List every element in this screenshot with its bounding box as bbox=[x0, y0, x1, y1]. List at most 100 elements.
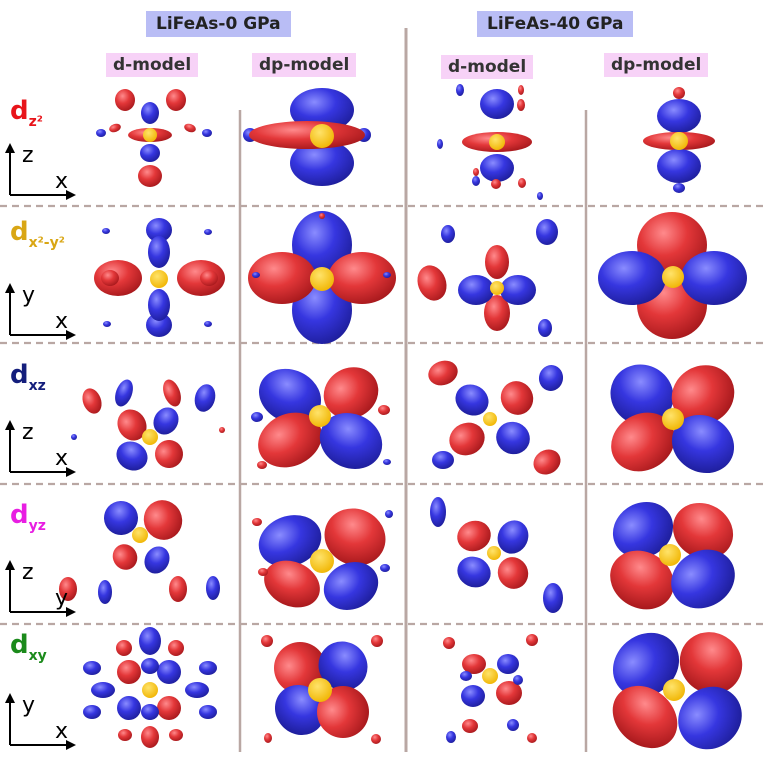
cell-dyz-0gpa-dp bbox=[252, 508, 393, 610]
negative-lobe bbox=[472, 176, 480, 186]
positive-lobe bbox=[526, 634, 538, 646]
negative-lobe bbox=[380, 564, 390, 572]
positive-lobe bbox=[143, 500, 183, 540]
negative-lobe bbox=[598, 251, 666, 305]
horizontal-axis-label: x bbox=[55, 309, 68, 334]
negative-lobe bbox=[83, 705, 101, 719]
negative-lobe bbox=[96, 129, 106, 137]
positive-lobe bbox=[169, 729, 183, 741]
negative-lobe bbox=[153, 407, 179, 435]
negative-lobe bbox=[116, 441, 148, 471]
positive-lobe bbox=[500, 381, 534, 415]
negative-lobe bbox=[543, 583, 563, 613]
positive-lobe bbox=[491, 179, 501, 189]
fe-atom bbox=[490, 281, 504, 295]
negative-lobe bbox=[204, 321, 212, 327]
positive-lobe bbox=[249, 121, 365, 149]
positive-lobe bbox=[166, 89, 186, 111]
positive-lobe bbox=[371, 734, 381, 744]
positive-lobe bbox=[417, 265, 447, 301]
positive-lobe bbox=[611, 412, 675, 472]
negative-lobe bbox=[104, 501, 138, 535]
positive-lobe bbox=[517, 99, 525, 111]
negative-lobe bbox=[497, 520, 529, 554]
fe-atom bbox=[310, 124, 334, 148]
fe-atom bbox=[310, 549, 334, 573]
cell-dx2y2-0gpa-d bbox=[94, 218, 225, 337]
negative-lobe bbox=[671, 414, 735, 474]
negative-lobe bbox=[148, 289, 170, 321]
negative-lobe bbox=[146, 218, 172, 242]
cell-dx2y2-0gpa-dp bbox=[248, 211, 396, 344]
orbital-label-base: d bbox=[10, 630, 29, 660]
positive-lobe bbox=[118, 729, 132, 741]
fe-atom bbox=[150, 270, 168, 288]
cell-dxz-0gpa-d bbox=[71, 379, 225, 471]
vertical-axis-label: z bbox=[22, 143, 34, 168]
positive-lobe bbox=[462, 719, 478, 733]
negative-lobe bbox=[441, 225, 455, 243]
negative-lobe bbox=[446, 731, 456, 743]
negative-lobe bbox=[458, 275, 494, 305]
positive-lobe bbox=[115, 89, 135, 111]
positive-lobe bbox=[264, 560, 320, 608]
positive-lobe bbox=[671, 365, 735, 425]
positive-lobe bbox=[449, 422, 485, 456]
orbital-label-dxy: dxy bbox=[10, 632, 47, 669]
positive-lobe bbox=[258, 412, 322, 468]
orbital-cells bbox=[59, 84, 747, 750]
positive-lobe bbox=[673, 87, 685, 99]
negative-lobe bbox=[538, 319, 552, 337]
negative-lobe bbox=[480, 154, 514, 182]
header-model-dp-0gpa: dp-model bbox=[252, 53, 357, 77]
positive-lobe bbox=[533, 449, 561, 475]
negative-lobe bbox=[141, 658, 159, 674]
vertical-axis-label: z bbox=[22, 420, 34, 445]
negative-lobe bbox=[98, 580, 112, 604]
orbital-label-base: d bbox=[10, 217, 29, 247]
negative-lobe bbox=[430, 497, 446, 527]
positive-lobe bbox=[163, 379, 181, 407]
cell-dxz-0gpa-dp bbox=[251, 367, 391, 469]
positive-lobe bbox=[101, 270, 119, 286]
negative-lobe bbox=[140, 144, 160, 162]
fe-atom bbox=[662, 408, 684, 430]
positive-lobe bbox=[116, 640, 132, 656]
orbital-label-sub: z² bbox=[28, 114, 43, 130]
positive-lobe bbox=[496, 681, 522, 705]
positive-lobe bbox=[378, 405, 390, 415]
negative-lobe bbox=[513, 675, 523, 685]
negative-lobe bbox=[185, 682, 209, 698]
negative-lobe bbox=[497, 654, 519, 674]
negative-lobe bbox=[383, 459, 391, 465]
positive-lobe bbox=[248, 252, 316, 304]
positive-lobe bbox=[112, 544, 138, 570]
fe-atom bbox=[142, 429, 158, 445]
positive-lobe bbox=[258, 568, 268, 576]
negative-lobe bbox=[252, 272, 260, 278]
negative-lobe bbox=[456, 84, 464, 96]
negative-lobe bbox=[102, 228, 110, 234]
positive-lobe bbox=[169, 576, 187, 602]
positive-lobe bbox=[138, 165, 162, 187]
negative-lobe bbox=[678, 686, 742, 750]
positive-lobe bbox=[518, 85, 524, 95]
orbital-label-dxz: dxz bbox=[10, 362, 46, 399]
axis-indicator: zx bbox=[5, 420, 76, 477]
negative-lobe bbox=[480, 89, 514, 119]
positive-lobe bbox=[485, 245, 509, 279]
negative-lobe bbox=[202, 129, 212, 137]
positive-lobe bbox=[324, 508, 386, 566]
negative-lobe bbox=[460, 671, 472, 681]
horizontal-axis-label: x bbox=[55, 446, 68, 471]
cell-dyz-40gpa-d bbox=[430, 497, 563, 613]
negative-lobe bbox=[318, 641, 368, 691]
negative-lobe bbox=[258, 515, 322, 567]
positive-lobe bbox=[82, 388, 102, 414]
negative-lobe bbox=[319, 413, 383, 469]
cell-dz2-0gpa-dp bbox=[243, 88, 371, 186]
negative-lobe bbox=[461, 685, 485, 707]
fe-atom bbox=[132, 527, 148, 543]
